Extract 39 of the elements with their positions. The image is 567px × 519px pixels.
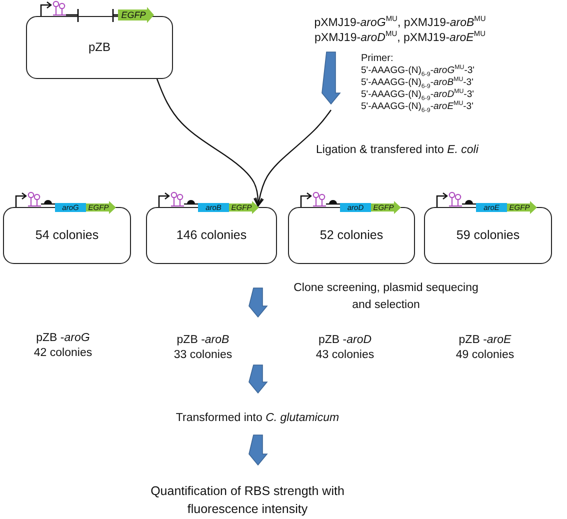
gene-segment [476,202,507,213]
node-label: pZB -aroB [176,333,230,348]
arrow [248,434,268,466]
node-label: 33 colonies [174,348,232,363]
node-label: Transformed into C. glutamicum [176,410,340,426]
gene-segment [371,202,401,213]
arrow [248,364,268,394]
gene-segment [118,8,154,22]
node-label: 52 colonies [320,228,384,243]
primer-text: 5'-AAAGG-(N)$_{6-9}$-aroB$^{MU}$-3' [361,77,474,89]
node-label: 59 colonies [456,228,520,243]
node-label: 54 colonies [35,228,99,243]
primer-text: 5'-AAAGG-(N)$_{6-9}$-aroD$^{MU}$-3' [361,89,474,101]
gene-segment [86,202,116,213]
gene-segment [229,202,259,213]
node-label: pZB -aroD [318,333,372,348]
gene-segment [340,202,371,213]
node-label: pZB [88,40,110,55]
node-label: pZB -aroG [36,331,90,346]
primer-text: 5'-AAAGG-(N)$_{6-9}$-aroE$^{MU}$-3' [361,101,474,113]
node-label: 146 colonies [176,228,247,243]
node-label: 43 colonies [316,348,374,363]
step-note: Ligation & transfered into E. coli [316,144,478,156]
arrow [248,288,268,318]
arrow [156,78,262,207]
node-label: pXMJ19-aroD$^{MU}$, pXMJ19-aroE$^{MU}$ [314,31,486,46]
primer-text: 5'-AAAGG-(N)$_{6-9}$-aroG$^{MU}$-3' [361,65,474,77]
arrow [255,110,332,207]
gene-segment [198,202,229,213]
node-label: 42 colonies [34,346,92,361]
node-label: pZB -aroE [458,333,512,348]
gene-segment [55,202,86,213]
gene-segment [507,202,537,213]
node-label: pXMJ19-aroG$^{MU}$, pXMJ19-aroB$^{MU}$ [314,16,486,30]
primer-text: Primer: [361,53,394,65]
arrow [322,52,341,105]
node-label: Quantification of RBS strength with fluorescence intensity [150,483,346,518]
gene-label: EGFP [121,10,146,20]
node-label: 49 colonies [456,348,514,363]
